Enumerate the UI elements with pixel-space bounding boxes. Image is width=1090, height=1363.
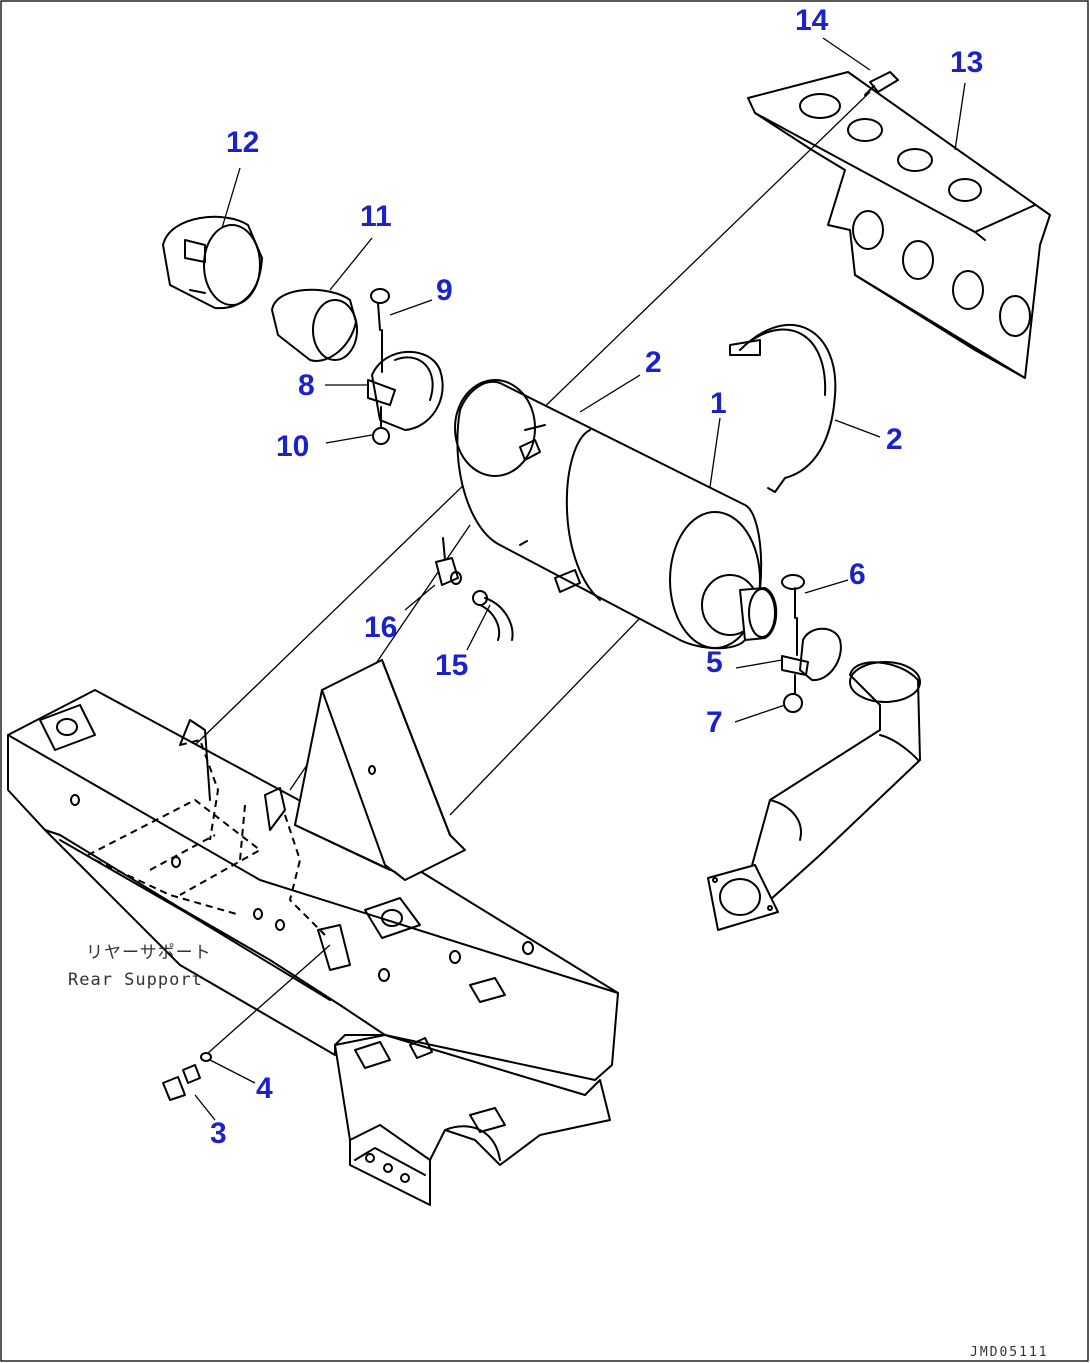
bolt-14 xyxy=(864,71,899,96)
rear-support-frame xyxy=(7,659,619,1206)
clamp-8-assembly xyxy=(367,288,444,445)
leader-lines xyxy=(194,37,966,1121)
callout-5: 5 xyxy=(706,646,723,679)
drawing-code: JMD05111 xyxy=(970,1345,1049,1360)
callout-4: 4 xyxy=(256,1072,273,1105)
callout-6: 6 xyxy=(849,558,866,591)
clamp-6-assembly xyxy=(781,574,842,713)
callout-3: 3 xyxy=(210,1117,227,1150)
callout-15: 15 xyxy=(435,649,468,682)
rear-support-label-jp: リヤーサポート xyxy=(86,943,212,963)
band-clamp-2 xyxy=(524,323,837,493)
callout-8: 8 xyxy=(298,369,315,402)
callout-1: 1 xyxy=(710,387,727,420)
callout-10: 10 xyxy=(276,430,309,463)
callout-12: 12 xyxy=(226,126,259,159)
muffler xyxy=(454,379,778,650)
band-clamp-12 xyxy=(162,215,263,310)
exhaust-pipe xyxy=(707,661,921,931)
bolt-3 xyxy=(162,1064,201,1101)
elbow-fitting-16 xyxy=(435,537,462,586)
hose-15 xyxy=(472,590,514,641)
callout-11: 11 xyxy=(360,200,392,233)
callout-9: 9 xyxy=(436,274,453,307)
alignment-line-muffler-2 xyxy=(449,617,641,816)
heat-shield-cover xyxy=(747,71,1051,379)
callout-2b: 2 xyxy=(886,423,903,456)
callout-7: 7 xyxy=(706,706,723,739)
callout-2a: 2 xyxy=(645,346,662,379)
tube-11 xyxy=(271,288,358,362)
callout-14: 14 xyxy=(795,4,829,37)
callout-13: 13 xyxy=(950,46,983,79)
washer-4 xyxy=(200,944,331,1062)
rear-support-label-en: Rear Support xyxy=(68,970,203,990)
callout-16: 16 xyxy=(364,611,397,644)
